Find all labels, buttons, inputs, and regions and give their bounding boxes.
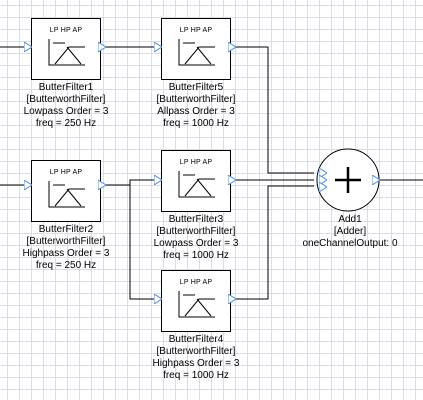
adder-input-port-icon[interactable] <box>319 168 327 178</box>
output-port-icon[interactable] <box>98 180 106 190</box>
butterfilter2-label: ButterFilter2 [ButterworthFilter] Highpa… <box>22 224 110 271</box>
input-port-icon[interactable] <box>154 175 162 185</box>
output-port-icon[interactable] <box>98 42 106 52</box>
butterfilter3-label: ButterFilter3 [ButterworthFilter] Lowpas… <box>153 214 239 261</box>
wire-bf2-bf3 <box>104 179 154 186</box>
filter-mode-label: LP HP AP <box>179 279 213 286</box>
adder-label: Add1 [Adder] oneChannelOutput: 0 <box>302 214 398 249</box>
butterworth-filter-icon <box>48 39 85 66</box>
input-port-icon[interactable] <box>154 294 162 304</box>
input-port-icon[interactable] <box>154 42 162 52</box>
butterfilter4-label: ButterFilter4 [ButterworthFilter] Highpa… <box>152 334 240 381</box>
butterworth-filter-icon <box>48 181 85 208</box>
butterfilter4-block[interactable]: LP HP AP <box>161 270 231 332</box>
plus-icon <box>335 167 361 193</box>
butterworth-filter-icon <box>178 39 215 66</box>
filter-mode-label: LP HP AP <box>179 27 213 34</box>
butterfilter5-block[interactable]: LP HP AP <box>161 18 231 80</box>
output-port-icon[interactable] <box>228 42 236 52</box>
butterfilter5-label: ButterFilter5 [ButterworthFilter] Allpas… <box>156 82 236 129</box>
butterfilter1-block[interactable]: LP HP AP <box>31 18 101 80</box>
wire-bf4-adder <box>234 185 314 300</box>
output-port-icon[interactable] <box>228 175 236 185</box>
wire-bf2-bf4 <box>129 185 154 300</box>
filter-mode-label: LP HP AP <box>49 169 83 176</box>
butterworth-filter-icon <box>178 291 215 318</box>
adder-input-port-icon[interactable] <box>319 182 327 192</box>
butterfilter1-label: ButterFilter1 [ButterworthFilter] Lowpas… <box>23 82 109 129</box>
butterfilter2-block[interactable]: LP HP AP <box>31 160 101 222</box>
output-port-icon[interactable] <box>228 294 236 304</box>
adder-output-port-icon[interactable] <box>372 175 380 185</box>
wire-bf5-adder <box>234 46 314 174</box>
butterworth-filter-icon <box>178 171 215 198</box>
adder-input-port-icon[interactable] <box>319 175 327 185</box>
input-port-icon[interactable] <box>24 180 32 190</box>
filter-mode-label: LP HP AP <box>49 27 83 34</box>
input-port-icon[interactable] <box>24 42 32 52</box>
butterfilter3-block[interactable]: LP HP AP <box>161 150 231 212</box>
filter-mode-label: LP HP AP <box>179 159 213 166</box>
